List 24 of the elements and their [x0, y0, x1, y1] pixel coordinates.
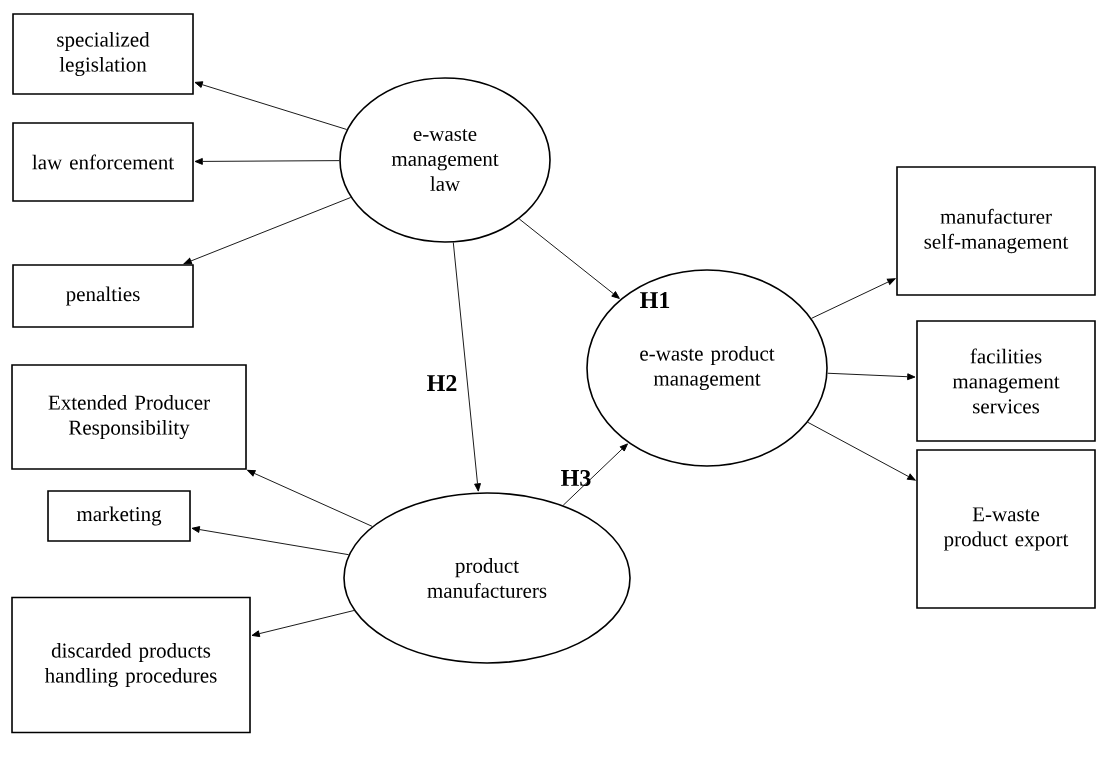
arrow — [807, 421, 916, 481]
edge-label: H3 — [561, 469, 591, 487]
arrow — [194, 158, 340, 165]
concept-box: facilities management services — [916, 320, 1096, 442]
edge-label: H1 — [640, 292, 670, 308]
concept-box: law enforcement — [12, 122, 194, 202]
arrow — [452, 242, 481, 492]
arrow — [811, 278, 896, 319]
edge-label: H2 — [427, 375, 457, 391]
arrow — [827, 372, 916, 381]
concept-box: discarded products handling procedures — [11, 596, 251, 734]
arrow — [518, 218, 620, 299]
arrow — [183, 197, 352, 265]
arrow — [194, 81, 348, 130]
arrow — [562, 443, 628, 506]
concept-box: specialized legislation — [12, 13, 194, 95]
concept-box: E-waste product export — [916, 449, 1096, 609]
concept-box: penalties — [12, 264, 194, 328]
concept-box: manufacturer self-management — [896, 166, 1096, 296]
arrow — [251, 610, 355, 638]
concept-box: Extended Producer Responsibility — [11, 364, 247, 470]
arrow — [247, 469, 373, 527]
arrow — [191, 526, 350, 556]
concept-box: marketing — [47, 490, 191, 542]
